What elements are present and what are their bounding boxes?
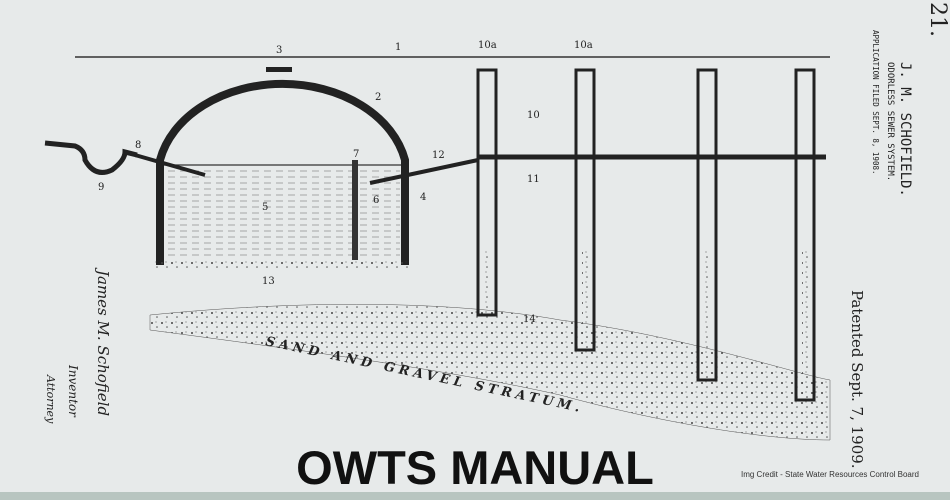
leach-pipes [476, 68, 816, 402]
reference-number: 5 [262, 202, 268, 213]
reference-number: 3 [276, 45, 282, 56]
inventor-signature: James M. Schofield [94, 270, 112, 417]
reference-number: 8 [135, 140, 141, 151]
reference-number: 10a [574, 40, 593, 51]
reference-number: 11 [527, 174, 540, 185]
reference-number: 13 [262, 276, 275, 287]
application-date: APPLICATION FILED SEPT. 8, 1908. [871, 30, 880, 175]
reference-numbers: 1 2 3 4 5 6 7 8 9 10 10a 10a 11 12 13 14 [98, 40, 593, 325]
page-title: OWTS MANUAL [296, 441, 654, 494]
reference-number: 4 [420, 192, 426, 203]
gravel-stratum [149, 304, 831, 441]
bottom-bar [0, 492, 950, 500]
reference-number: 6 [373, 195, 379, 206]
reference-number: 14 [523, 314, 536, 325]
inventor-name: J. M. SCHOFIELD. [897, 62, 913, 197]
reference-number: 10a [478, 40, 497, 51]
reference-number: 9 [98, 182, 104, 193]
inventor-label: Inventor [66, 365, 80, 417]
reference-number: 12 [432, 150, 445, 161]
reference-number: 10 [527, 110, 540, 121]
attorney-label: Attorney [44, 375, 57, 424]
reference-number: 2 [375, 92, 381, 103]
image-credit: Img Credit - State Water Resources Contr… [741, 470, 919, 479]
invention-title: ODORLESS SEWER SYSTEM. [885, 62, 895, 182]
septic-tank [44, 67, 479, 268]
patent-number-fragment: 21. [925, 2, 950, 37]
reference-number: 7 [353, 149, 359, 160]
reference-number: 1 [395, 42, 401, 53]
